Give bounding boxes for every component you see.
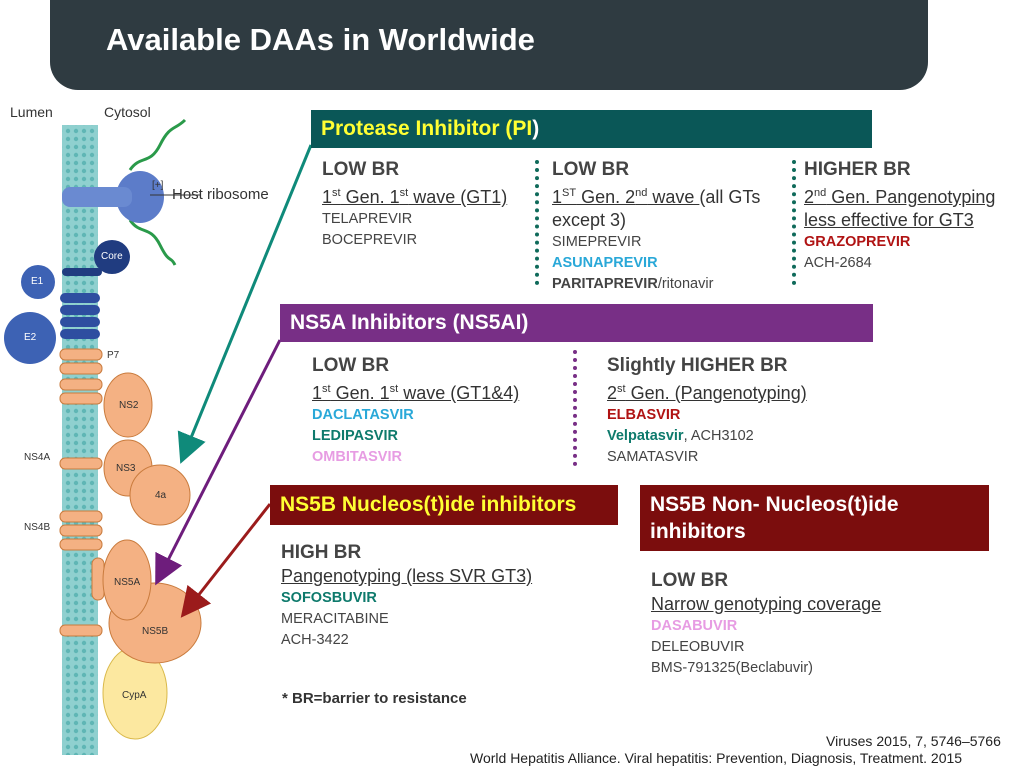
ns5b-non-nucleos-header: NS5B Non- Nucleos(t)ide inhibitors <box>640 485 989 551</box>
nuc-drug-ach3422: ACH-3422 <box>281 632 349 648</box>
core-label: Core <box>101 251 123 262</box>
core-protein <box>94 240 130 274</box>
pi-col-3: HIGHER BR 2nd Gen. Pangenotyping less ef… <box>804 158 1024 274</box>
mrna-strand-top <box>128 118 187 171</box>
ns5a-inhibitors-header: NS5A Inhibitors (NS5AI) <box>280 304 873 342</box>
pi-header-text: Protease Inhibitor (PI <box>321 117 533 140</box>
pi-drug-simeprevir: SIMEPREVIR <box>552 234 642 250</box>
citation-2: World Hepatitis Alliance. Viral hepatiti… <box>470 750 963 766</box>
pi-drug-ach2684: ACH-2684 <box>804 255 872 271</box>
nonnuc-line: Narrow genotyping coverage <box>651 594 882 614</box>
nonnuc-drug-bms791325: BMS-791325(Beclabuvir) <box>651 660 813 676</box>
cytosol-label: Cytosol <box>104 104 151 120</box>
nuc-line: Pangenotyping (less SVR GT3) <box>281 566 533 586</box>
nonnuc-br: LOW BR <box>651 570 729 591</box>
ns5a-col1-br: LOW BR <box>312 355 390 376</box>
pi-drug-grazoprevir: GRAZOPREVIR <box>804 234 911 250</box>
pi-col2-gen-cont: except 3) <box>552 210 627 230</box>
pi-col3-gen: 2nd Gen. Pangenotyping <box>804 187 996 207</box>
ns5a-col-1: LOW BR 1st Gen. 1st wave (GT1&4) DACLATA… <box>312 354 562 468</box>
pi-col1-gen: 1st Gen. 1st wave (GT1) <box>322 187 508 207</box>
membrane-bilayer <box>62 125 98 755</box>
citation-1: Viruses 2015, 7, 5746–5766 <box>826 733 1001 749</box>
nuc-drug-meracitabine: MERACITABINE <box>281 611 389 627</box>
ns5b-nucleos-header: NS5B Nucleos(t)ide inhibitors <box>270 485 618 525</box>
plus-strand-label: [+] <box>152 180 164 191</box>
hcv-polyprotein-diagram <box>4 118 202 755</box>
pi-divider-2 <box>792 160 796 285</box>
ns5a-drug-ledipasvir: LEDIPASVIR <box>312 428 398 444</box>
ns5a-label: NS5A <box>114 577 141 588</box>
ns4a-inner-label: 4a <box>155 490 167 501</box>
ns5a-col-2: Slightly HIGHER BR 2st Gen. (Pangenotypi… <box>607 354 867 468</box>
e1-label: E1 <box>31 276 44 287</box>
ns3-label: NS3 <box>116 463 136 474</box>
pi-col1-br: LOW BR <box>322 159 400 180</box>
host-ribosome-label: Host ribosome <box>172 186 269 203</box>
nuc-drug-sofosbuvir: SOFOSBUVIR <box>281 590 377 606</box>
ns5a-drug-elbasvir: ELBASVIR <box>607 407 681 423</box>
pi-divider-1 <box>535 160 539 285</box>
pi-col-2: LOW BR 1ST Gen. 2nd wave (all GTs except… <box>552 158 792 295</box>
ns5a-drug-daclatasvir: DACLATASVIR <box>312 407 414 423</box>
pi-col3-br: HIGHER BR <box>804 159 911 180</box>
pi-drug-boceprevir: BOCEPREVIR <box>322 232 418 248</box>
ns5a-protein <box>102 539 152 621</box>
pi-col-1: LOW BR 1st Gen. 1st wave (GT1) TELAPREVI… <box>322 158 532 251</box>
e2-protein <box>4 312 56 364</box>
ns5a-drug-velpatasvir: Velpatasvir, ACH3102 <box>607 428 754 444</box>
pi-col3-gen-cont: less effective for GT3 <box>804 210 974 230</box>
ns5a-col2-gen: 2st Gen. (Pangenotyping) <box>607 383 807 403</box>
ns5a-col1-gen: 1st Gen. 1st wave (GT1&4) <box>312 383 520 403</box>
ns5a-divider <box>573 350 577 466</box>
pi-col2-br: LOW BR <box>552 159 630 180</box>
mrna-strand-bottom <box>128 219 177 266</box>
pi-drug-paritaprevir: PARITAPREVIR/ritonavir <box>552 276 714 292</box>
nonnuc-drug-deleobuvir: DELEOBUVIR <box>651 639 745 655</box>
p7-label: P7 <box>107 350 120 361</box>
title-bar <box>50 0 928 90</box>
ns2-protein <box>103 372 153 438</box>
nuc-br: HIGH BR <box>281 542 362 563</box>
ns5a-col2-br: Slightly HIGHER BR <box>607 355 788 376</box>
protease-inhibitor-header: Protease Inhibitor (PI) <box>311 110 872 148</box>
footnote: * BR=barrier to resistance <box>282 690 467 707</box>
pi-header-end: ) <box>532 117 540 140</box>
ribosome-base <box>62 187 132 207</box>
ns5b-nuc-column: HIGH BR Pangenotyping (less SVR GT3) SOF… <box>281 541 581 651</box>
p7-protein <box>59 348 103 361</box>
ns5b-label: NS5B <box>142 626 169 637</box>
ns5a-drug-ombitasvir: OMBITASVIR <box>312 449 402 465</box>
pi-drug-asunaprevir: ASUNAPREVIR <box>552 255 658 271</box>
ns5a-drug-samatasvir: SAMATASVIR <box>607 449 699 465</box>
cypa-label: CypA <box>122 690 147 701</box>
ns4b-label: NS4B <box>24 522 51 533</box>
e2-label: E2 <box>24 332 37 343</box>
lumen-label: Lumen <box>10 104 53 120</box>
ns4a-label: NS4A <box>24 452 51 463</box>
e1-protein <box>21 265 55 299</box>
pi-drug-telaprevir: TELAPREVIR <box>322 211 413 227</box>
ns2-label: NS2 <box>119 400 139 411</box>
ns5b-nonnuc-column: LOW BR Narrow genotyping coverage DASABU… <box>651 569 981 679</box>
nonnuc-drug-dasabuvir: DASABUVIR <box>651 618 738 634</box>
host-ribosome-shape <box>116 171 164 223</box>
pi-col2-gen: 1ST Gen. 2nd wave (all GTs <box>552 187 761 207</box>
page-title: Available DAAs in Worldwide <box>106 22 535 57</box>
